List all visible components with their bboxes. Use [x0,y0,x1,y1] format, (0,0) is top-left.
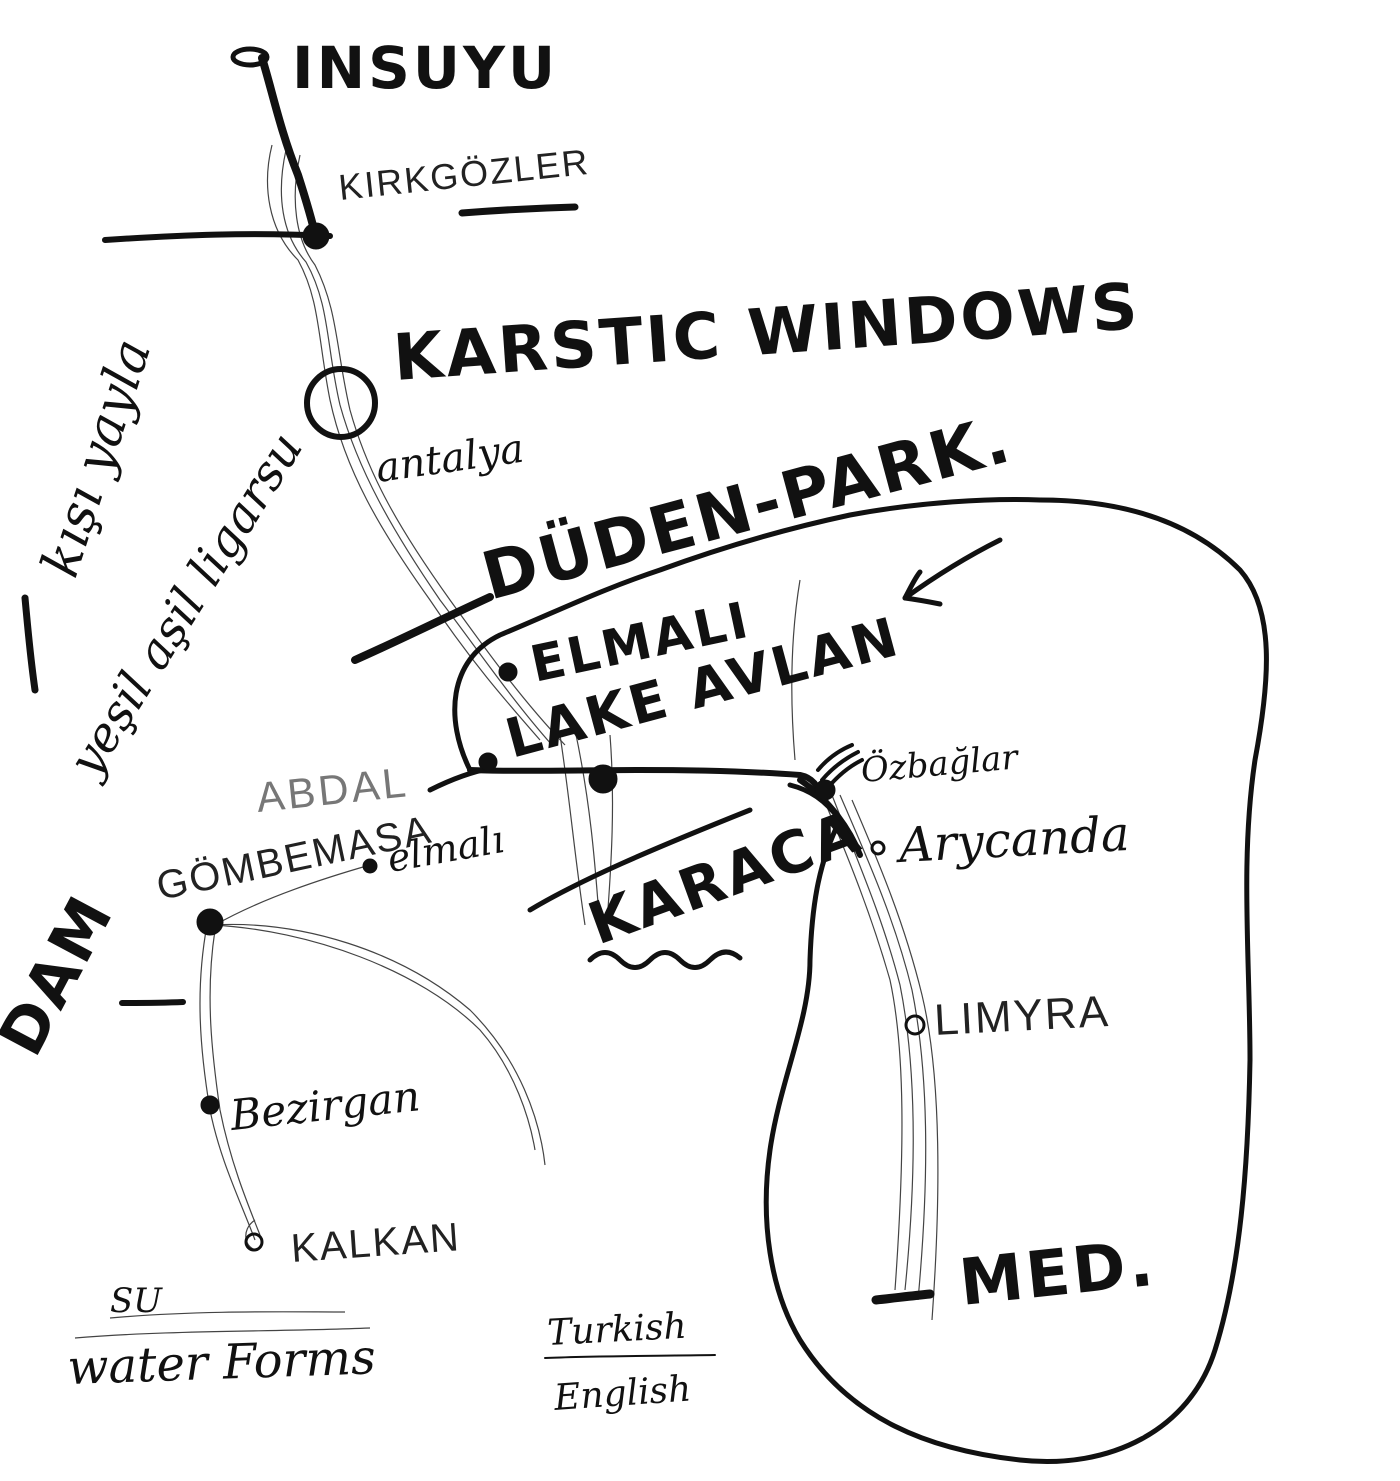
label-antalya: antalya [373,426,527,492]
river-strands [74,144,939,1339]
elmali-small-node [362,858,378,874]
legend-turkish: Turkish [546,1306,687,1354]
elmali-node [498,662,518,682]
ink-strokes [21,54,1269,1464]
label-limyra: LIMYRA [933,987,1111,1045]
label-ozbaglar: Özbağlar [859,736,1021,791]
nodes [196,46,926,1252]
legend-su: SU [110,1281,163,1321]
label-kirkgozler: KIRKGÖZLER [337,141,592,208]
labels: INSUYU KIRKGÖZLER KARSTIC WINDOWS antaly… [0,34,1159,1419]
legend-water-forms: water Forms [66,1329,376,1396]
bezirgan-node [200,1095,220,1115]
kirkgozler-node [302,222,330,250]
avlan-node [478,752,498,772]
kalkan-node [244,1232,264,1252]
label-duden-park: DÜDEN-PARK. [474,400,1020,615]
karstic-window-node [304,366,378,440]
ozbaglar-node [814,779,836,801]
insuyu-node [230,46,270,68]
label-dam: DAM [0,883,128,1068]
label-arycanda: Arycanda [894,806,1131,874]
lake-node [588,764,618,794]
label-insuyu: INSUYU [292,34,558,102]
label-karstic-windows: KARSTIC WINDOWS [391,270,1143,396]
label-bezirgan: Bezirgan [227,1071,422,1140]
legend-english: English [552,1369,693,1420]
gombe-node [196,908,224,936]
label-abdal: ABDAL [254,758,411,821]
label-med: MED. [956,1227,1160,1321]
arycanda-node [870,840,886,856]
limyra-node [904,1014,926,1036]
note-yayla: kışı yayla [30,332,163,584]
label-kalkan: KALKAN [290,1215,463,1271]
